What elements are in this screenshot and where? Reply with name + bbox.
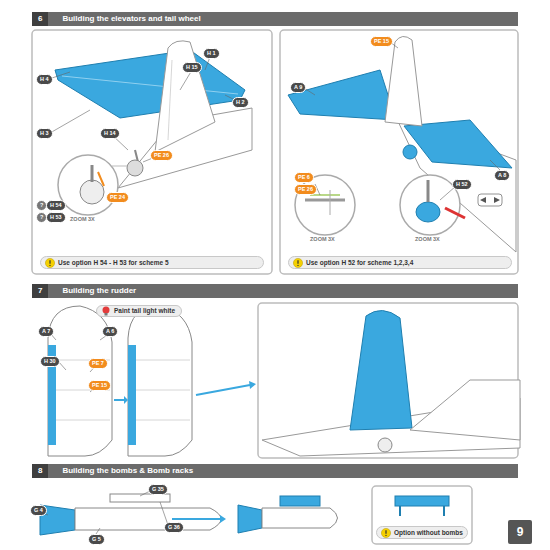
callout-number: PE 6	[294, 172, 314, 183]
warning-icon	[293, 258, 303, 268]
note-box: Use option H 54 - H 53 for scheme 5	[40, 256, 264, 269]
rudder-parts	[48, 306, 256, 456]
page-number: 9	[517, 525, 524, 539]
zoom-label: ZOOM 3X	[415, 237, 440, 243]
warning-icon	[45, 258, 55, 268]
callout-number: H 1	[203, 48, 220, 59]
callout-number: H 2	[232, 97, 249, 108]
callout-number: H 53	[46, 212, 66, 223]
step-number: 6	[32, 12, 48, 26]
callout-number: PE 7	[88, 358, 108, 369]
warning-icon	[381, 528, 391, 538]
bulb-icon	[101, 306, 111, 316]
note-text: Option without bombs	[394, 529, 463, 537]
callout-number: H 30	[40, 356, 60, 367]
callout-number: PE 15	[370, 36, 393, 47]
step-title: Building the elevators and tail wheel	[62, 14, 200, 24]
step-number: 7	[32, 284, 48, 298]
callout-number: H 15	[182, 62, 202, 73]
callout-number: H 54	[46, 200, 66, 211]
step-header: 8 Building the bombs & Bomb racks	[32, 464, 518, 478]
callout-number: A 6	[102, 326, 118, 337]
callout-number: PE 26	[150, 150, 173, 161]
callout-number: A 9	[290, 82, 306, 93]
callout-number: H 4	[36, 74, 53, 85]
callout-number: PE 26	[294, 184, 317, 195]
note-box: Use option H 52 for scheme 1,2,3,4	[288, 256, 512, 269]
tail-with-rudder	[262, 310, 520, 456]
callout-number: A 8	[494, 170, 510, 181]
leader-lines	[304, 42, 500, 200]
option-panel	[372, 486, 472, 544]
note-text: Use option H 52 for scheme 1,2,3,4	[306, 259, 413, 267]
callout-number: H 14	[100, 128, 120, 139]
callout-number: G 36	[164, 522, 184, 533]
note-text: Use option H 54 - H 53 for scheme 5	[58, 259, 169, 267]
step-title: Building the bombs & Bomb racks	[62, 466, 193, 476]
zoom-label: ZOOM 3X	[70, 217, 95, 223]
callout-number: PE 15	[88, 380, 111, 391]
fuselage-elevators	[288, 36, 516, 252]
callout-number: G 4	[30, 505, 47, 516]
callout-number: PE 24	[106, 192, 129, 203]
leader-lines	[50, 57, 235, 162]
tail-assembly	[55, 41, 252, 215]
callout-number: H 52	[452, 179, 472, 190]
step-header: 6 Building the elevators and tail wheel	[32, 12, 518, 26]
step-panel	[280, 30, 518, 274]
callout-number: G 35	[148, 484, 168, 495]
zoom-label: ZOOM 3X	[310, 237, 335, 243]
page-number-box: 9	[508, 520, 532, 544]
step-header: 7 Building the rudder	[32, 284, 518, 298]
step-title: Building the rudder	[62, 286, 136, 296]
callout-number: G 5	[88, 534, 105, 545]
note-text: Paint tail light white	[114, 307, 175, 315]
step-panel	[32, 30, 272, 274]
callout-number: A 7	[38, 326, 54, 337]
leader-lines	[40, 490, 168, 534]
note-box: Option without bombs	[376, 526, 468, 539]
step-number: 8	[32, 464, 48, 478]
note-box: Paint tail light white	[96, 305, 182, 317]
callout-number: H 3	[36, 128, 53, 139]
